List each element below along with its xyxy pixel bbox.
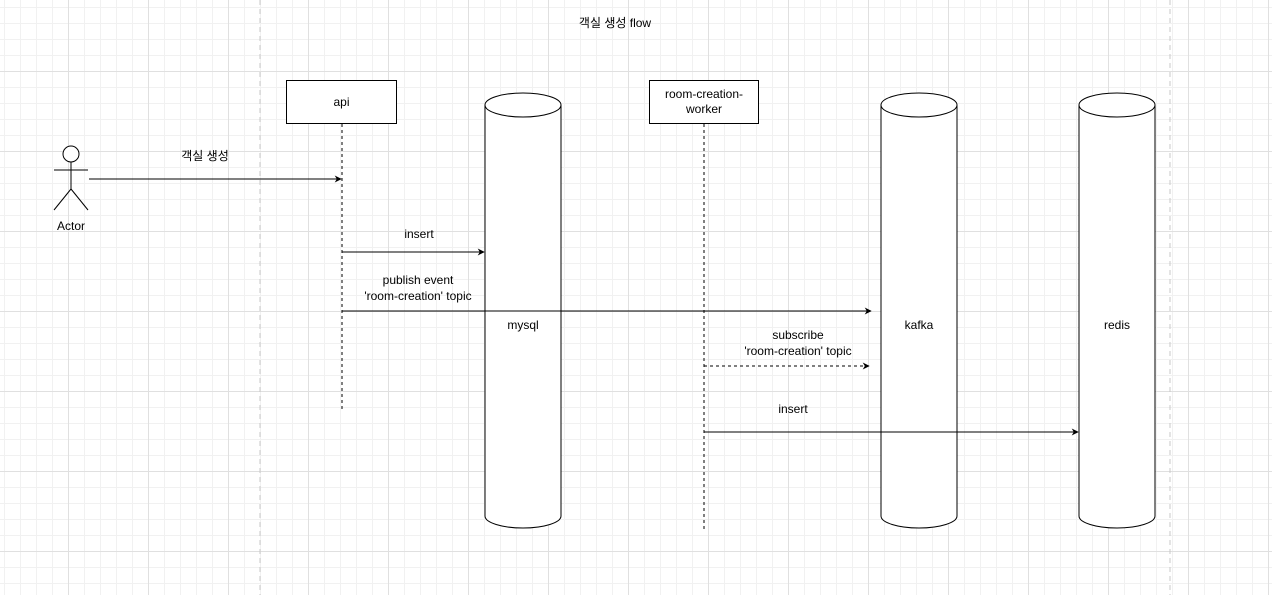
- api-participant-box[interactable]: api: [286, 80, 397, 124]
- worker-participant-label-line2: worker: [685, 102, 722, 116]
- redis-cylinder[interactable]: [1078, 92, 1156, 529]
- insert-redis-label: insert: [778, 402, 808, 416]
- actor-label: Actor: [56, 219, 85, 233]
- actor-figure[interactable]: [53, 145, 89, 211]
- publish-event-label-line1: publish event: [382, 273, 454, 287]
- mysql-cylinder[interactable]: [484, 92, 562, 529]
- kafka-cylinder[interactable]: [880, 92, 958, 529]
- diagram-title: 객실 생성 flow: [578, 16, 652, 30]
- api-participant-label: api: [333, 94, 350, 109]
- mysql-label: mysql: [507, 318, 539, 332]
- subscribe-label-line1: subscribe: [772, 328, 824, 342]
- kafka-label: kafka: [904, 318, 934, 332]
- publish-event-label-line2: 'room-creation' topic: [364, 289, 472, 303]
- redis-label: redis: [1103, 318, 1130, 332]
- worker-participant-label-line1: room-creation-: [664, 87, 744, 101]
- subscribe-label-line2: 'room-creation' topic: [744, 344, 852, 358]
- insert-mysql-label: insert: [404, 227, 434, 241]
- worker-participant-box[interactable]: room-creation- worker: [649, 80, 759, 124]
- create-room-label: 객실 생성: [181, 149, 229, 163]
